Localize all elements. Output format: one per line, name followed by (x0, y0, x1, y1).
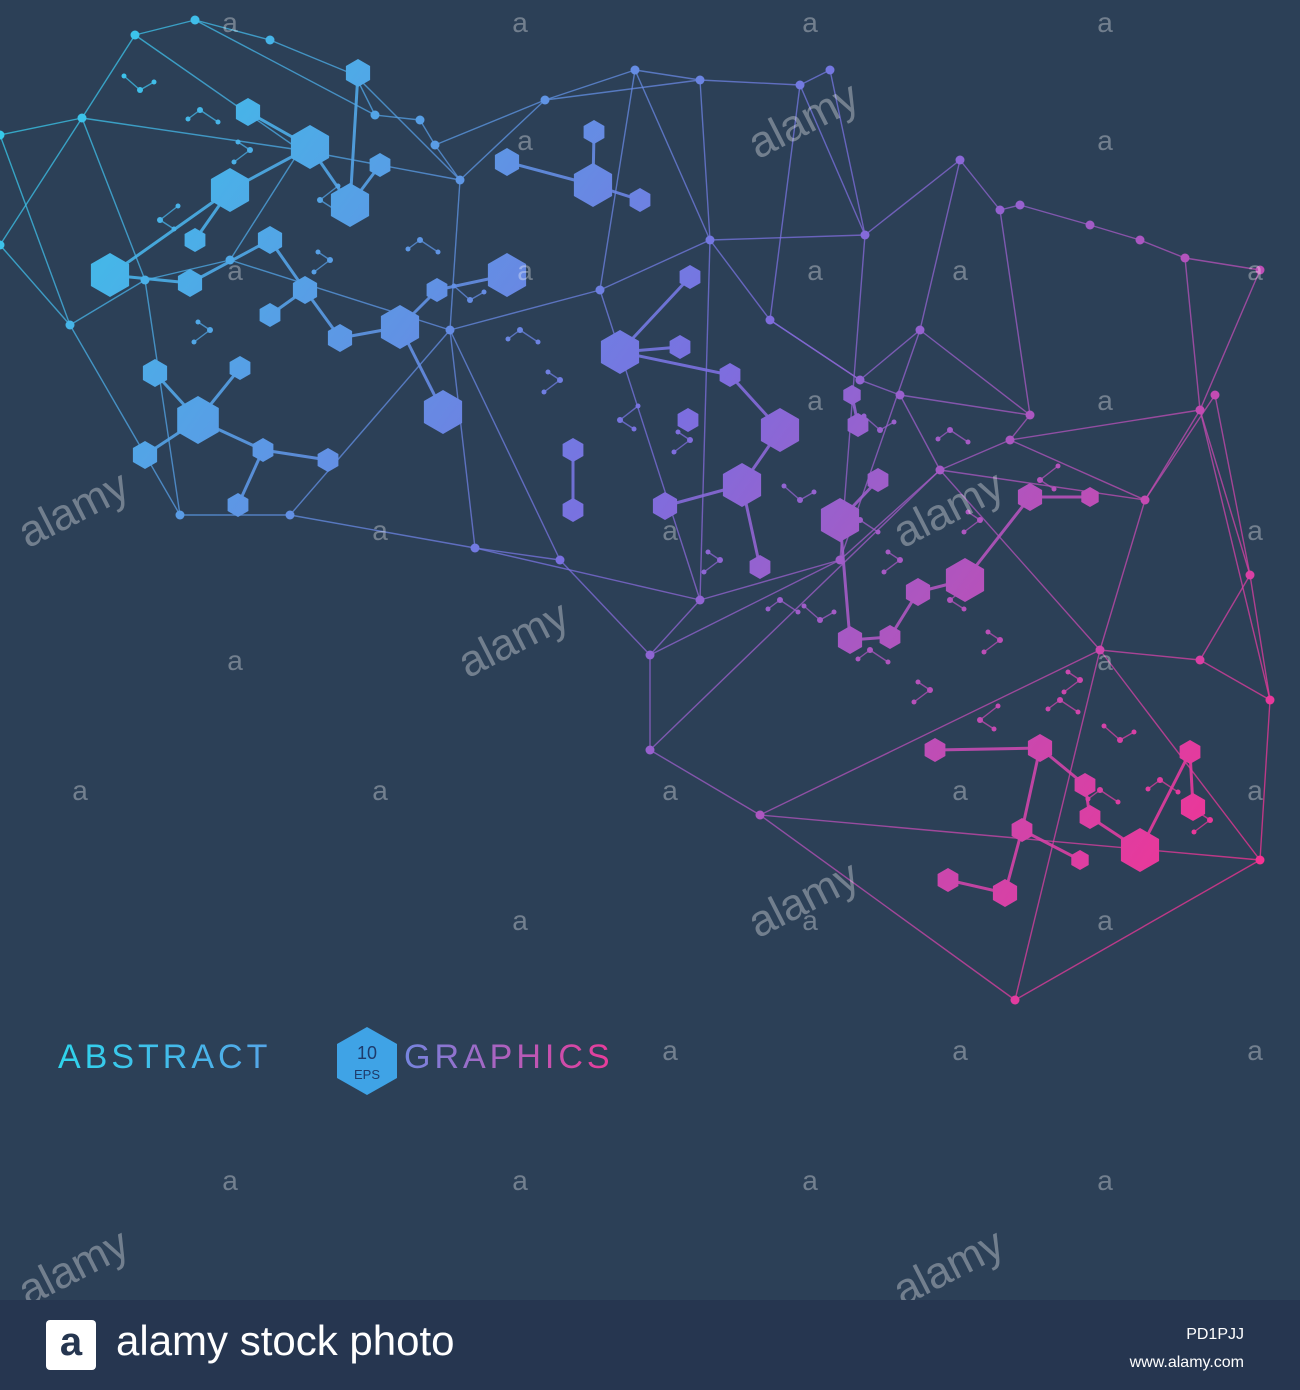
watermark-word: alamy (450, 591, 577, 688)
watermark-word: alamy (885, 1219, 1012, 1300)
logo-glyph: a (59, 1320, 83, 1364)
watermark-letter: a (372, 775, 388, 806)
watermark-letter: a (1097, 1165, 1113, 1196)
watermark-letter: a (517, 255, 533, 286)
watermark-letter: a (222, 7, 238, 38)
watermark-letter: a (1247, 775, 1263, 806)
watermark-letter: a (952, 775, 968, 806)
network-nodes (0, 15, 1275, 1005)
watermark-letter: a (517, 125, 533, 156)
alamy-logo-icon[interactable]: a (46, 1320, 96, 1370)
site-url[interactable]: www.alamy.com (1129, 1354, 1244, 1371)
watermark-letter: a (1097, 125, 1113, 156)
watermark-letter: a (227, 645, 243, 676)
image-id: PD1PJJ (1186, 1326, 1244, 1343)
watermark-letter: a (512, 7, 528, 38)
watermark-letter: a (807, 255, 823, 286)
watermark-letter: a (662, 775, 678, 806)
watermark-letter: a (1247, 515, 1263, 546)
watermark-letter: a (662, 1035, 678, 1066)
watermark-letter: a (662, 515, 678, 546)
watermark-letter: a (1247, 255, 1263, 286)
molecular-network-illustration: a a a a a a a a a a a a a a a a a a a a a a a a a a a a a a a a a alamy al… (0, 7, 1275, 1300)
watermark-letter: a (1247, 1035, 1263, 1066)
watermark-letter: a (512, 1165, 528, 1196)
watermark-letter: a (807, 385, 823, 416)
watermark-letter: a (372, 515, 388, 546)
watermark-letter: a (952, 255, 968, 286)
eps-badge: 10 EPS (337, 1027, 397, 1095)
headline-word-graphics: GRAPHICS (404, 1038, 614, 1076)
headline-word-abstract: ABSTRACT (58, 1038, 271, 1076)
artwork: a a a a a a a a a a a a a a a a a a a a a a a a a a a a a a a a a alamy al… (0, 7, 1275, 1300)
watermark-word: alamy (10, 461, 137, 558)
brand-text[interactable]: alamy stock photo (116, 1317, 455, 1364)
hexagon-molecules (90, 59, 1206, 907)
watermark-letter: a (802, 905, 818, 936)
watermark-letter: a (72, 775, 88, 806)
watermark-letter: a (1097, 905, 1113, 936)
badge-label: EPS (354, 1067, 380, 1082)
footer-bar: a alamy stock photo PD1PJJ www.alamy.com (0, 1300, 1300, 1390)
watermark-letter: a (1097, 645, 1113, 676)
watermark-word: alamy (10, 1219, 137, 1300)
watermark-letter: a (1097, 7, 1113, 38)
watermark-letter: a (512, 905, 528, 936)
watermark-letter: a (222, 1165, 238, 1196)
hexagon-badge-icon (337, 1027, 397, 1095)
badge-number: 10 (357, 1043, 377, 1063)
watermark-letter: a (227, 255, 243, 286)
watermark-letter: a (1097, 385, 1113, 416)
watermark-letter: a (802, 7, 818, 38)
watermark-letter: a (802, 1165, 818, 1196)
watermark-letter: a (952, 1035, 968, 1066)
